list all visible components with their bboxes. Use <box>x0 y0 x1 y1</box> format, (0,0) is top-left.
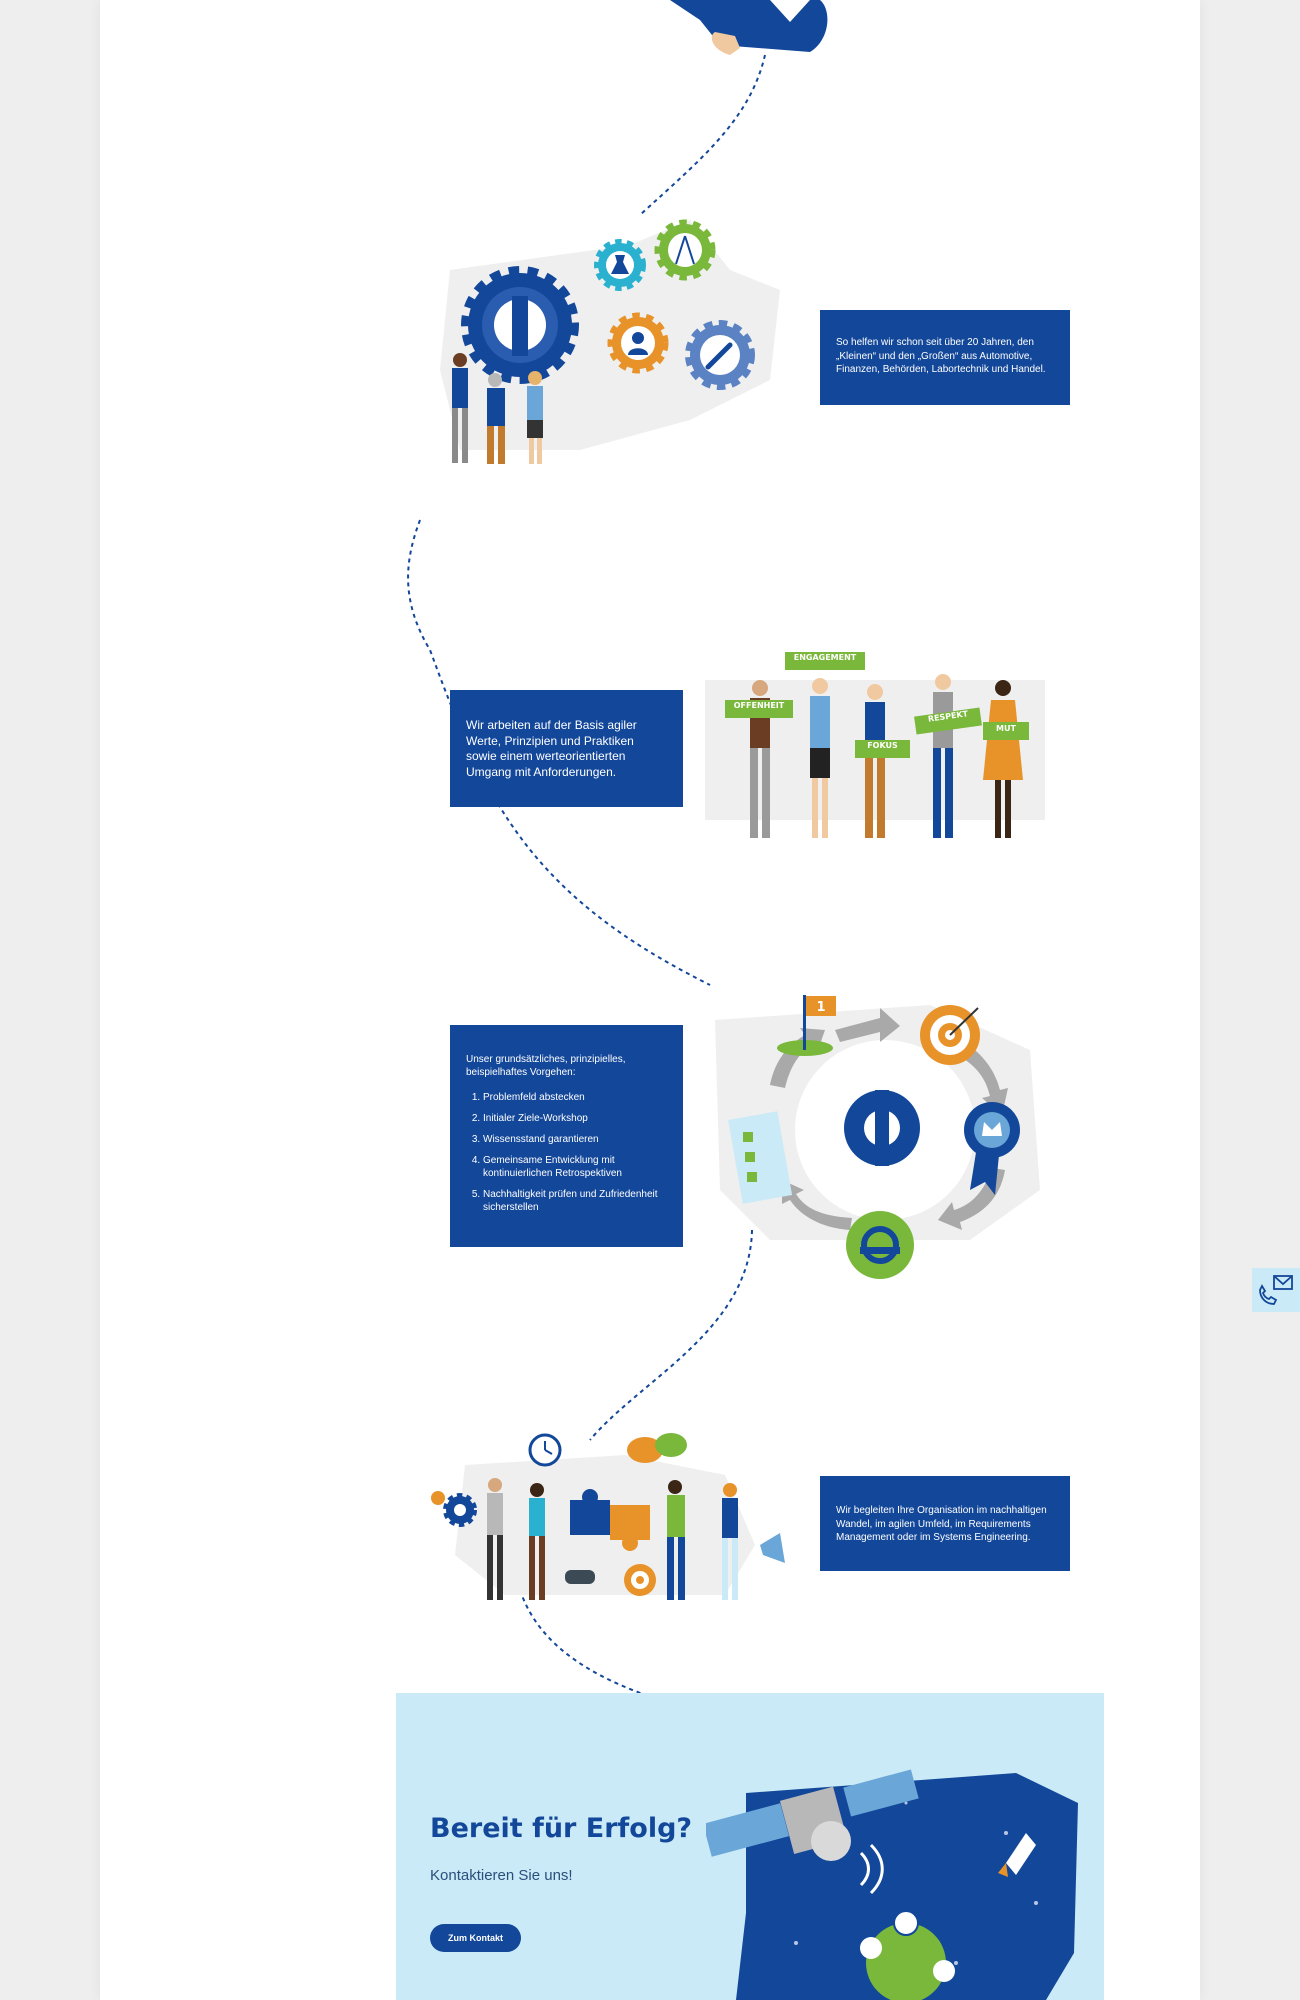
retrospective-icon <box>846 1211 914 1279</box>
checklist-icon <box>728 1111 793 1204</box>
sign-engagement: ENGAGEMENT <box>793 653 857 662</box>
flask-gear-icon <box>594 239 646 291</box>
flag-number: 1 <box>816 1000 825 1015</box>
award-badge-icon <box>964 1102 1020 1195</box>
process-steps-list: Problemfeld abstecken Initialer Ziele-Wo… <box>466 1091 667 1214</box>
chat-bubbles-icon <box>627 1433 687 1463</box>
process-text-box: Unser grundsätzliches, prinzipielles, be… <box>450 1025 683 1247</box>
process-step: Problemfeld abstecken <box>483 1091 667 1104</box>
values-text-box: Wir arbeiten auf der Basis agiler Werte,… <box>450 690 683 807</box>
compass-gear-icon <box>654 219 716 281</box>
small-gear-icon <box>431 1491 477 1527</box>
process-step: Gemeinsame Entwicklung mit kontinuierlic… <box>483 1154 667 1180</box>
hand-illustration <box>670 0 828 55</box>
history-text: So helfen wir schon seit über 20 Jahren,… <box>836 337 1046 375</box>
process-cycle-illustration: 1 <box>715 995 1040 1279</box>
phone-icon <box>1259 1284 1278 1305</box>
logo-mark-icon <box>844 1090 920 1166</box>
cta-title: Bereit für Erfolg? <box>430 1813 693 1844</box>
rocket-icon <box>998 1833 1036 1877</box>
people-holding-value-signs-illustration <box>705 652 1045 838</box>
team-puzzle-collaboration-illustration <box>431 1433 785 1600</box>
transformation-text-box: Wir begleiten Ihre Organisation im nachh… <box>820 1476 1070 1571</box>
flag-icon <box>777 995 836 1056</box>
history-text-box: So helfen wir schon seit über 20 Jahren,… <box>820 310 1070 405</box>
team-figures <box>487 1478 738 1600</box>
mail-icon <box>1273 1275 1293 1290</box>
process-step: Initialer Ziele-Workshop <box>483 1112 667 1125</box>
transformation-text: Wir begleiten Ihre Organisation im nachh… <box>836 1505 1047 1543</box>
small-target-icon <box>624 1564 656 1596</box>
globe-network-icon <box>860 1910 955 2000</box>
large-gear-icon <box>461 266 579 384</box>
process-step: Nachhaltigkeit prüfen und Zufriedenheit … <box>483 1188 667 1214</box>
person-3 <box>865 684 885 838</box>
satellite-icon <box>706 1769 919 1861</box>
sign-mut: MUT <box>996 724 1016 733</box>
cta-section: Bereit für Erfolg? Kontaktieren Sie uns!… <box>396 1693 1104 2000</box>
satellite-space-illustration <box>706 1769 1078 2000</box>
clock-icon <box>528 1433 562 1467</box>
binoculars-icon <box>565 1570 595 1584</box>
person-2 <box>810 678 830 838</box>
cta-subtitle: Kontaktieren Sie uns! <box>430 1867 573 1884</box>
sign-fokus: FOKUS <box>867 741 898 750</box>
person-gear-icon <box>607 312 669 374</box>
contact-button[interactable]: Zum Kontakt <box>430 1924 521 1952</box>
team-figures <box>452 353 543 464</box>
floating-contact-tab[interactable] <box>1252 1268 1300 1312</box>
puzzle-icon <box>570 1489 650 1551</box>
process-intro: Unser grundsätzliches, prinzipielles, be… <box>466 1054 626 1078</box>
target-icon <box>920 1005 980 1065</box>
signal-waves-icon <box>859 1843 884 1895</box>
megaphone-icon <box>760 1533 785 1563</box>
team-lifting-gears-illustration <box>440 219 780 464</box>
values-text: Wir arbeiten auf der Basis agiler Werte,… <box>466 718 637 779</box>
wrench-gear-icon <box>685 320 755 390</box>
page-content: So helfen wir schon seit über 20 Jahren,… <box>100 0 1300 2000</box>
process-step: Wissensstand garantieren <box>483 1133 667 1146</box>
sign-offenheit: OFFENHEIT <box>733 701 785 710</box>
